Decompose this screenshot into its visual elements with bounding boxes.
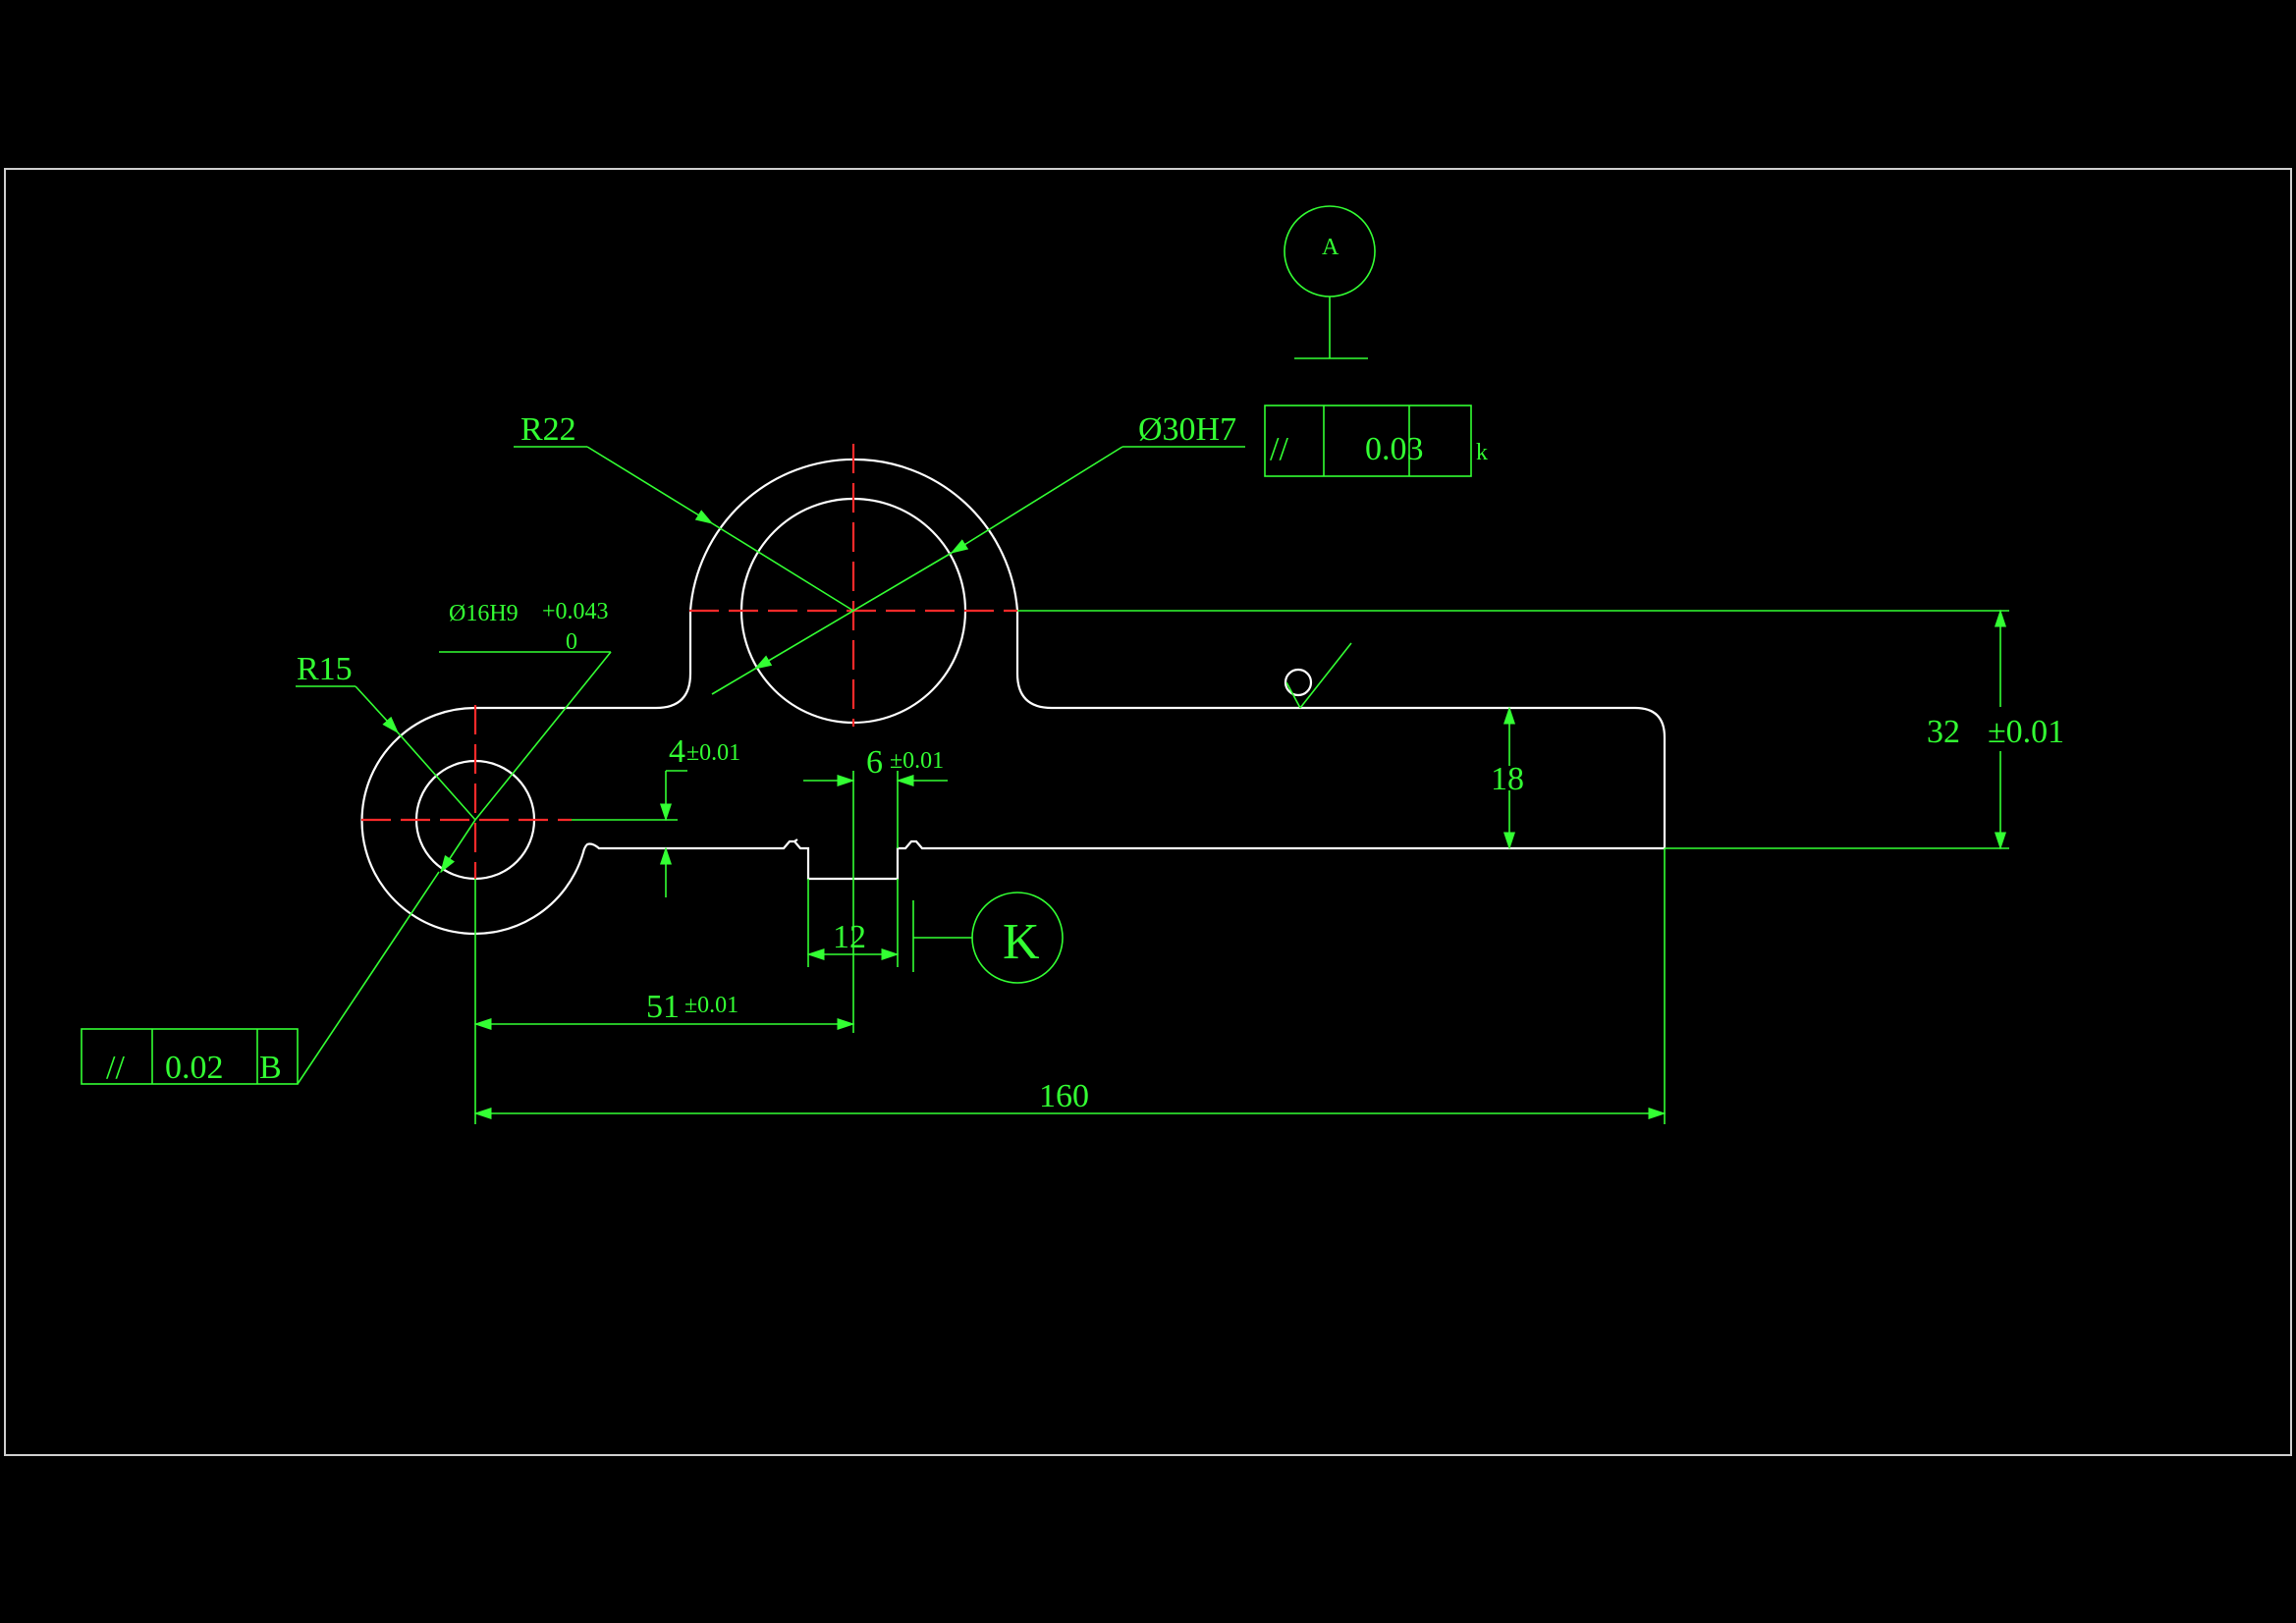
d16-leader-ext xyxy=(440,819,476,874)
dimension-lines xyxy=(81,205,2009,1124)
fcf-left-symbol: // xyxy=(106,1050,125,1086)
r15-leader xyxy=(355,685,400,734)
r15-label: R15 xyxy=(297,651,353,687)
fcf-top-value: 0.03 xyxy=(1365,431,1424,467)
dim-160-label: 160 xyxy=(1039,1078,1089,1114)
fcf-left-leader xyxy=(297,871,440,1085)
d30-leader-top xyxy=(950,446,1123,554)
datum-a-label: A xyxy=(1322,235,1339,260)
slot-width-label: 6 xyxy=(866,744,883,781)
r22-leader xyxy=(586,446,714,524)
d16-leader xyxy=(474,651,612,821)
d30-leader-tail xyxy=(711,668,756,695)
dim-32-tol: ±0.01 xyxy=(1988,714,2064,750)
fcf-top-symbol: // xyxy=(1270,431,1288,467)
d30-label: Ø30H7 xyxy=(1138,411,1236,448)
slot-width-tol: ±0.01 xyxy=(890,748,944,774)
slot-depth-label: 4 xyxy=(669,733,685,770)
pos-51-label: 51 xyxy=(646,989,680,1025)
fcf-left-datum: B xyxy=(259,1050,282,1086)
r15-leader-ext xyxy=(397,731,476,821)
dim-18-label: 18 xyxy=(1491,761,1524,797)
part-outline xyxy=(360,458,1667,936)
part-profile xyxy=(360,458,1667,936)
d16-tol-lower: 0 xyxy=(566,629,577,655)
surface-finish-arm xyxy=(1299,642,1352,709)
fcf-top-datum: k xyxy=(1476,440,1488,465)
drawing-frame xyxy=(4,168,2292,1456)
fcf-left-frame xyxy=(81,1028,299,1085)
d16-tol-upper: +0.043 xyxy=(542,599,609,624)
slot-depth-tol: ±0.01 xyxy=(686,740,740,766)
surface-finish-leg xyxy=(1285,681,1301,709)
surface-finish-circle xyxy=(1284,668,1313,697)
r22-label: R22 xyxy=(520,411,576,448)
fcf-left-value: 0.02 xyxy=(165,1050,224,1086)
d16-label: Ø16H9 xyxy=(449,601,519,626)
pos-51-tol: ±0.01 xyxy=(684,993,738,1018)
d30-leader-mid xyxy=(753,552,953,670)
dim-32-label: 32 xyxy=(1927,714,1960,750)
fcf-top-frame xyxy=(1264,405,1472,477)
dim-12-label: 12 xyxy=(833,919,866,955)
r22-leader-ext xyxy=(711,522,854,612)
view-k-label: K xyxy=(1003,914,1040,970)
view-k-bubble xyxy=(971,892,1064,984)
